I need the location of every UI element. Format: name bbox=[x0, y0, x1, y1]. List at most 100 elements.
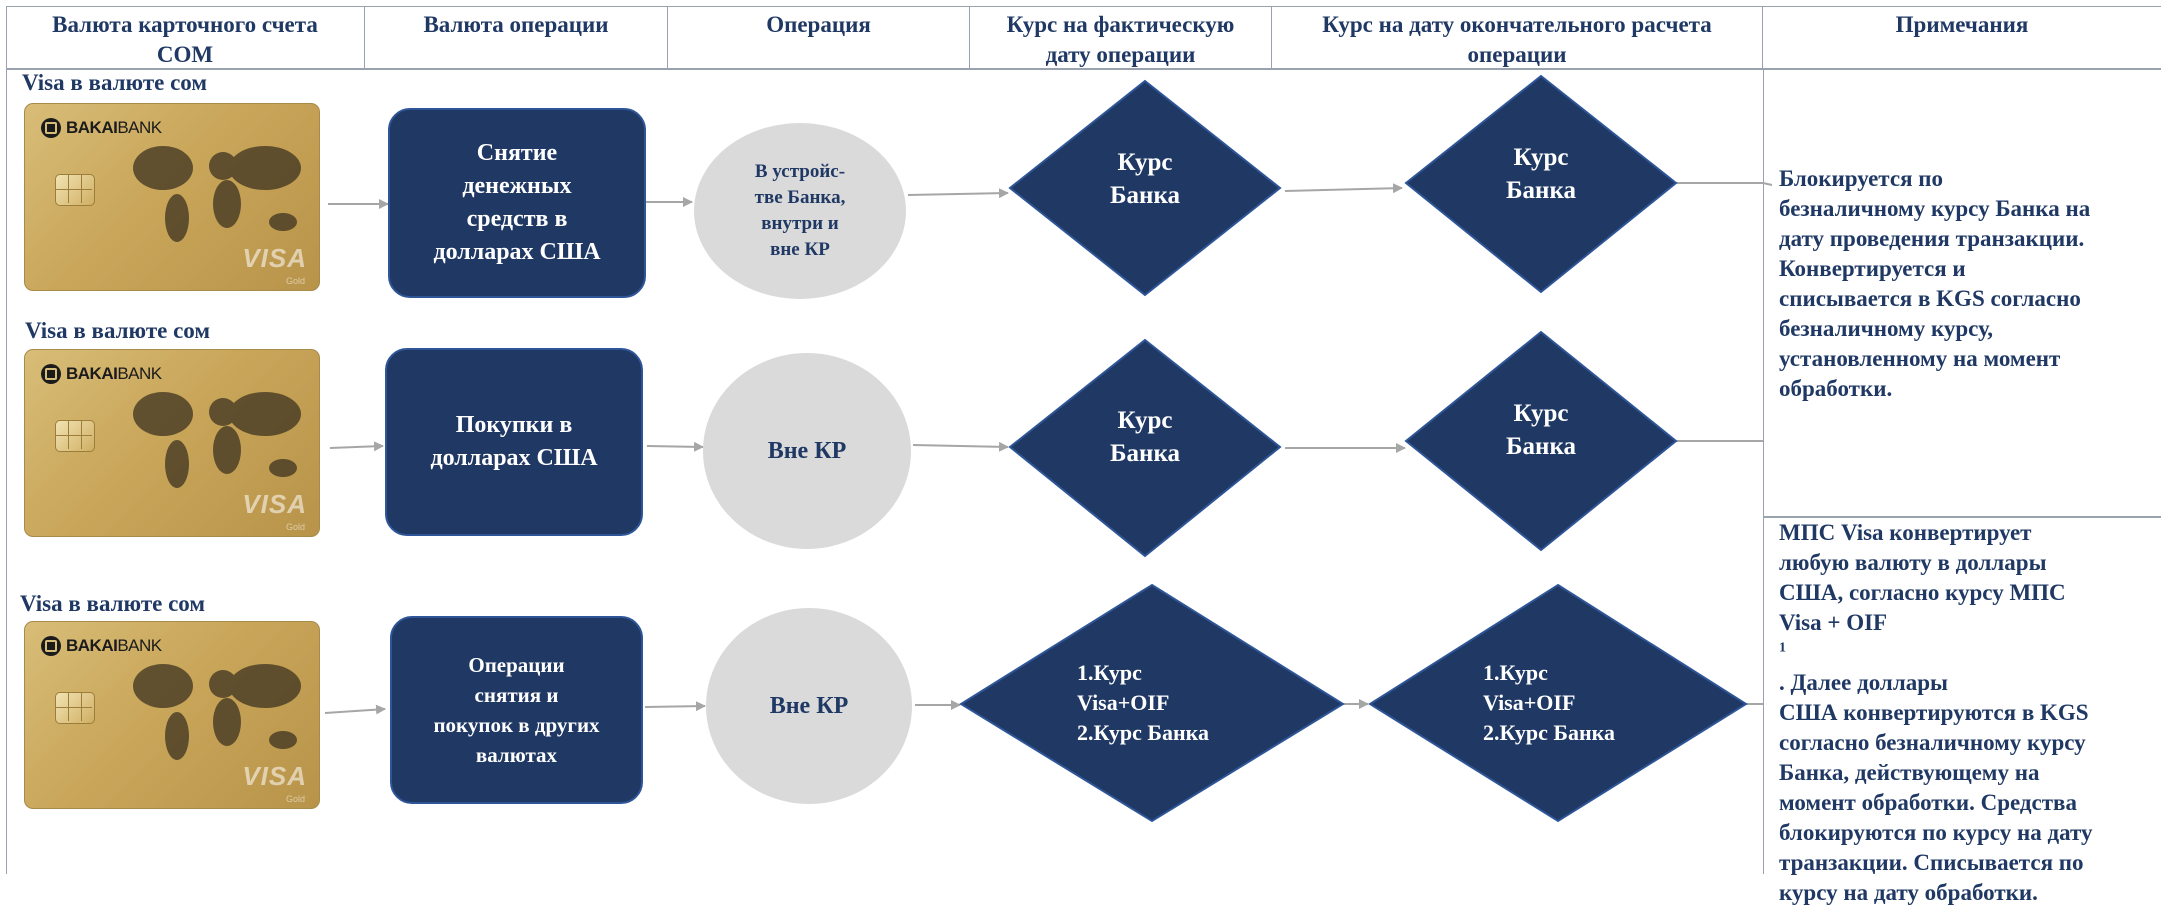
note-line: установленному на момент bbox=[1779, 346, 2061, 371]
chip-icon bbox=[55, 174, 95, 206]
frame-top bbox=[6, 6, 2161, 7]
diamond-text: Курс bbox=[1117, 149, 1173, 176]
header-text: СОМ bbox=[156, 42, 214, 67]
bank-logo-text: BANK bbox=[117, 118, 162, 137]
diamond-rate-actual bbox=[959, 583, 1345, 823]
header-rate-actual: Курс на фактическую дату операции bbox=[970, 6, 1272, 68]
note-line: МПС Visa конвертирует bbox=[1779, 520, 2032, 545]
arrow bbox=[644, 701, 706, 712]
box-text: средств в bbox=[466, 206, 568, 232]
row-label: Visa в валюте сом bbox=[20, 591, 206, 616]
note-line: списывается в KGS согласно bbox=[1779, 286, 2081, 311]
world-map-icon bbox=[133, 146, 301, 242]
header-text: Курс на фактическую bbox=[1006, 12, 1235, 37]
note-bottom: МПС Visa конвертирует любую валюту в дол… bbox=[1779, 518, 2154, 908]
connector-arrows bbox=[324, 74, 1773, 823]
diamond-text: Visa+OIF bbox=[1483, 690, 1576, 715]
note-line: безналичному курсу, bbox=[1779, 316, 1994, 341]
connector bbox=[1762, 182, 1773, 186]
visa-logo: VISA bbox=[242, 489, 307, 519]
header-text: Примечания bbox=[1895, 12, 2029, 37]
visa-logo: VISA bbox=[242, 761, 307, 791]
circle-text: Вне КР bbox=[769, 693, 849, 719]
box-text: долларах США bbox=[430, 445, 598, 471]
bank-logo-text: BAKAI bbox=[66, 118, 118, 137]
currency-op-box: Покупки в долларах США bbox=[385, 348, 643, 536]
frame-left bbox=[6, 6, 7, 874]
arrow bbox=[1284, 183, 1403, 194]
circle-text: вне КР bbox=[770, 239, 830, 260]
diamond-text: Банка bbox=[1110, 440, 1180, 467]
row-label: Visa в валюте сом bbox=[25, 318, 211, 343]
note-top: Блокируется по безналичному курсу Банка … bbox=[1779, 164, 2154, 404]
diamond-text: Курс bbox=[1117, 407, 1173, 434]
note-line: США конвертируются в KGS bbox=[1779, 700, 2089, 725]
note-line: любую валюту в доллары bbox=[1779, 550, 2047, 575]
diamond-text: 2.Курс Банка bbox=[1483, 720, 1615, 745]
header-text: Валюта операции bbox=[423, 12, 609, 37]
box-text: Снятие bbox=[476, 140, 558, 166]
box-text: Операции bbox=[468, 653, 565, 677]
bank-logo-text: BAKAI bbox=[66, 364, 118, 383]
note-line: обработки. bbox=[1779, 376, 1893, 401]
header-operation-currency: Валюта операции bbox=[365, 6, 668, 68]
bank-logo-icon bbox=[41, 118, 61, 138]
arrow bbox=[324, 704, 386, 715]
note-line: блокируются по курсу на дату bbox=[1779, 820, 2093, 845]
note-line: безналичному курсу Банка на bbox=[1779, 196, 2091, 221]
circle-text: Вне КР bbox=[767, 438, 847, 464]
header-text: дату операции bbox=[1045, 42, 1196, 67]
arrow bbox=[329, 441, 384, 452]
diamond-rate-actual bbox=[1008, 79, 1282, 297]
row-label: Visa в валюте сом bbox=[22, 70, 208, 95]
operation-circle: Вне КР bbox=[703, 353, 911, 549]
bank-logo-icon bbox=[41, 364, 61, 384]
diamond-text: Курс bbox=[1513, 400, 1569, 427]
box-text: Покупки в bbox=[455, 412, 573, 438]
bank-logo-icon bbox=[41, 636, 61, 656]
diamond-rate-final bbox=[1368, 583, 1748, 823]
diamond-rate-actual bbox=[1008, 338, 1282, 558]
operation-circle: Вне КР bbox=[706, 608, 912, 804]
header-text: Операция bbox=[766, 12, 871, 37]
bank-logo-text: BAKAI bbox=[66, 636, 118, 655]
bank-logo-text: BANK bbox=[117, 636, 162, 655]
box-text: долларах США bbox=[433, 239, 601, 265]
card-tier: Gold bbox=[285, 794, 305, 804]
notes-row-divider bbox=[1763, 516, 2161, 518]
note-line: Банка, действующему на bbox=[1779, 760, 2040, 785]
world-map-icon bbox=[133, 664, 301, 760]
circle-text: В устройс- bbox=[754, 161, 846, 182]
note-line: курсу на дату обработки. bbox=[1779, 880, 2038, 905]
diamond-text: Visa+OIF bbox=[1077, 690, 1170, 715]
header-text: Курс на дату окончательного расчета bbox=[1322, 12, 1712, 37]
note-fragment: . Далее доллары bbox=[1779, 670, 1948, 695]
card-tier: Gold bbox=[285, 276, 305, 286]
arrow bbox=[646, 441, 704, 452]
note-line: Конвертируется и bbox=[1779, 256, 1966, 281]
arrow bbox=[912, 441, 1009, 452]
world-map-icon bbox=[133, 392, 301, 488]
box-text: снятия и bbox=[474, 683, 559, 707]
box-text: покупок в других bbox=[433, 713, 600, 737]
diamond-text: 1.Курс bbox=[1483, 660, 1548, 685]
diamond-text: Курс bbox=[1513, 144, 1569, 171]
box-text: денежных bbox=[462, 173, 572, 199]
currency-op-box: Снятие денежных средств в долларах США bbox=[388, 108, 646, 298]
header-operation: Операция bbox=[668, 6, 970, 68]
diamond-text: Банка bbox=[1110, 182, 1180, 209]
